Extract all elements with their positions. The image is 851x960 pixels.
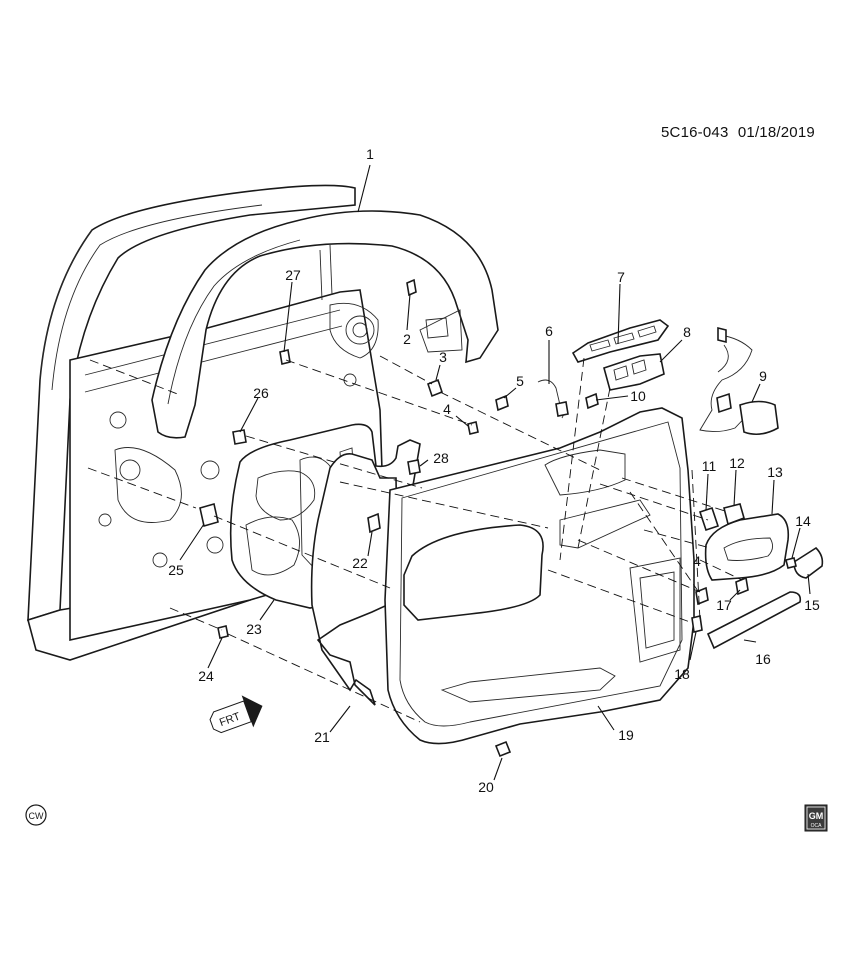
callout-14: 14 <box>795 513 811 529</box>
part-14-screw <box>785 557 797 569</box>
part-24-clip <box>217 625 229 639</box>
arrow-right-icon <box>241 695 263 728</box>
callout-15: 15 <box>804 597 820 613</box>
gm-logo: GM OCA <box>804 804 828 832</box>
assembly-lines <box>87 355 743 723</box>
callout-11: 11 <box>702 458 717 474</box>
part-11-switch <box>698 506 720 532</box>
part-16-trim-strip <box>706 591 802 650</box>
part-20-screw <box>494 740 512 758</box>
front-direction-indicator: FRT <box>209 695 263 734</box>
callout-13: 13 <box>767 464 783 480</box>
callout-12: 12 <box>729 455 745 471</box>
callout-28: 28 <box>433 450 449 466</box>
cw-label: CW <box>29 811 44 821</box>
part-25-clip <box>199 502 219 528</box>
callout-20: 20 <box>478 779 494 795</box>
part-19-door-trim-panel <box>384 407 695 745</box>
part-21-insulator-panel <box>310 452 399 706</box>
callout-4-lower: 4 <box>693 553 701 569</box>
part-5-clip <box>495 394 509 412</box>
callout-4-upper: 4 <box>443 401 451 417</box>
callout-17: 17 <box>716 597 732 613</box>
diagram-date: 01/18/2019 <box>737 124 815 141</box>
callout-1: 1 <box>366 146 374 162</box>
diagram-header: 5C16-043 01/18/2019 <box>661 124 815 141</box>
part-1-window-frame-trim <box>151 210 499 439</box>
part-2-clip <box>406 278 417 297</box>
callout-2: 2 <box>403 331 411 347</box>
part-27-clip <box>279 349 291 365</box>
callout-9: 9 <box>759 368 767 384</box>
leader-lines <box>179 164 811 781</box>
part-12-switch <box>723 503 745 526</box>
callout-19: 19 <box>618 727 634 743</box>
part-28-push-pin <box>407 459 421 475</box>
callout-3: 3 <box>439 349 447 365</box>
part-9-wiring-harness <box>699 326 779 436</box>
callout-26: 26 <box>253 385 269 401</box>
callout-10: 10 <box>630 388 646 404</box>
part-22-push-pin <box>367 512 381 534</box>
cw-badge: CW <box>25 804 47 826</box>
gm-logo-icon <box>804 804 828 832</box>
callout-16: 16 <box>755 651 771 667</box>
callout-27: 27 <box>285 267 301 283</box>
gm-logo-subtext: OCA <box>811 823 823 829</box>
callout-25: 25 <box>168 562 184 578</box>
callout-5: 5 <box>516 373 524 389</box>
part-18-screw <box>691 615 703 633</box>
callout-7: 7 <box>617 269 625 285</box>
callout-8: 8 <box>683 324 691 340</box>
diagram-code: 5C16-043 <box>661 124 729 141</box>
callout-21: 21 <box>314 729 330 745</box>
part-3-clip <box>427 378 443 398</box>
part-17-clip <box>735 576 749 596</box>
callout-22: 22 <box>352 555 368 571</box>
part-4-screw-upper <box>467 421 479 435</box>
part-15-end-cap <box>793 546 824 579</box>
fasteners <box>199 278 797 758</box>
part-10-clip <box>585 392 599 410</box>
callout-18: 18 <box>674 666 690 682</box>
part-26-clip <box>232 429 247 445</box>
part-6-cable <box>537 379 569 419</box>
callout-numbers: 1 2 3 4 5 6 7 8 9 10 11 12 13 14 15 16 1… <box>168 146 820 795</box>
callout-6: 6 <box>545 323 553 339</box>
callout-23: 23 <box>246 621 262 637</box>
part-7-switch-bezel <box>571 319 670 363</box>
callout-24: 24 <box>198 668 214 684</box>
cw-circle-icon <box>25 804 47 826</box>
part-8-window-switch <box>603 353 665 391</box>
gm-logo-text: GM <box>809 811 824 821</box>
